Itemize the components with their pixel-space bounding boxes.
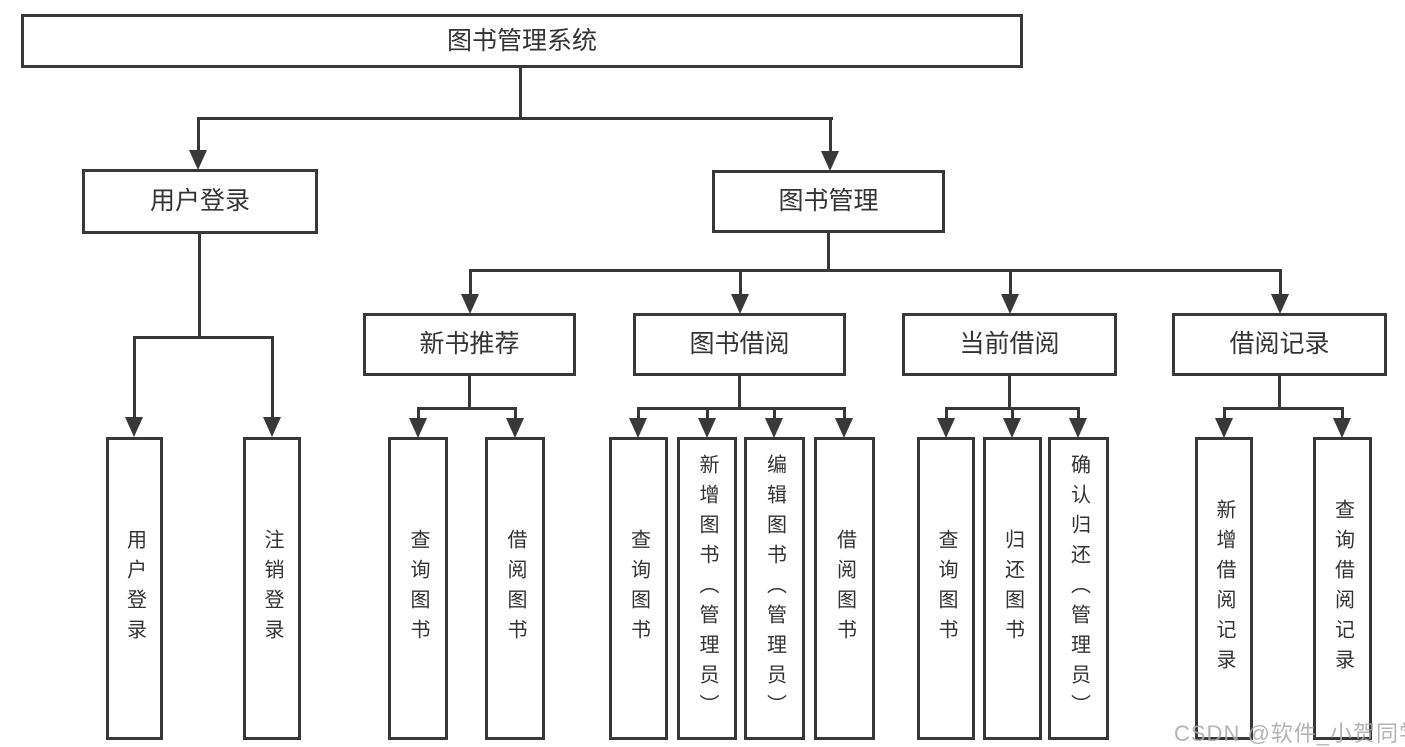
arrow-down-icon [629, 409, 647, 438]
node-current-borrowing: 当前借阅 [902, 313, 1117, 376]
arrow-down-icon [125, 337, 143, 437]
connector-root-stem [519, 68, 522, 118]
arrow-down-icon [263, 337, 281, 437]
leaf-add-borrow-record: 新增借阅记录 [1195, 437, 1253, 740]
arrow-down-icon [189, 118, 207, 170]
connector-current-borrow-bus [945, 407, 1080, 410]
leaf-return-books: 归还图书 [983, 437, 1042, 740]
connector-borrow-record-stem [1278, 376, 1281, 409]
node-new-book-recommendation: 新书推荐 [363, 313, 576, 376]
connector-user-login-bus [133, 336, 274, 339]
arrow-down-icon [409, 409, 427, 438]
node-user-login: 用户登录 [82, 169, 318, 234]
node-book-borrowing: 图书借阅 [633, 313, 846, 376]
leaf-query-books: 查询图书 [388, 437, 448, 740]
connector-book-management-bus [469, 269, 1282, 272]
node-borrowing-records: 借阅记录 [1172, 313, 1387, 376]
leaf-query-borrow-record: 查询借阅记录 [1313, 437, 1372, 740]
connector-book-borrow-stem [738, 376, 741, 409]
arrow-down-icon [1271, 270, 1289, 314]
connector-new-book-rec-stem [468, 376, 471, 409]
arrow-down-icon [937, 409, 955, 438]
arrow-down-icon [731, 270, 749, 314]
arrow-down-icon [1215, 409, 1233, 438]
connector-book-borrow-bus [637, 407, 846, 410]
connector-borrow-record-bus [1223, 407, 1344, 410]
connector-level1-bus [197, 117, 833, 120]
connector-book-management-stem [827, 233, 830, 270]
leaf-logout: 注销登录 [243, 437, 301, 740]
leaf-add-books-admin: 新增图书（管理员） [677, 437, 737, 740]
connector-new-book-rec-bus [417, 407, 517, 410]
leaf-edit-books-admin: 编辑图书（管理员） [744, 437, 805, 740]
connector-current-borrow-stem [1008, 376, 1011, 409]
leaf-query-books-3: 查询图书 [917, 437, 975, 740]
arrow-down-icon [821, 118, 839, 171]
arrow-down-icon [1333, 409, 1351, 438]
arrow-down-icon [698, 409, 716, 438]
connector-user-login-stem [198, 234, 201, 337]
arrow-down-icon [506, 409, 524, 438]
arrow-down-icon [1003, 409, 1021, 438]
node-book-management: 图书管理 [712, 170, 945, 233]
csdn-watermark: CSDN @软件_小贺同学 [1174, 721, 1405, 746]
leaf-borrow-books: 借阅图书 [485, 437, 545, 740]
arrow-down-icon [1001, 270, 1019, 314]
leaf-query-books-2: 查询图书 [609, 437, 668, 740]
arrow-down-icon [765, 409, 783, 438]
leaf-user-login: 用户登录 [106, 437, 163, 740]
leaf-borrow-books-2: 借阅图书 [814, 437, 875, 740]
node-library-management-system: 图书管理系统 [21, 14, 1023, 68]
leaf-confirm-return-admin: 确认归还（管理员） [1048, 437, 1109, 740]
arrow-down-icon [461, 270, 479, 314]
arrow-down-icon [835, 409, 853, 438]
arrow-down-icon [1069, 409, 1087, 438]
